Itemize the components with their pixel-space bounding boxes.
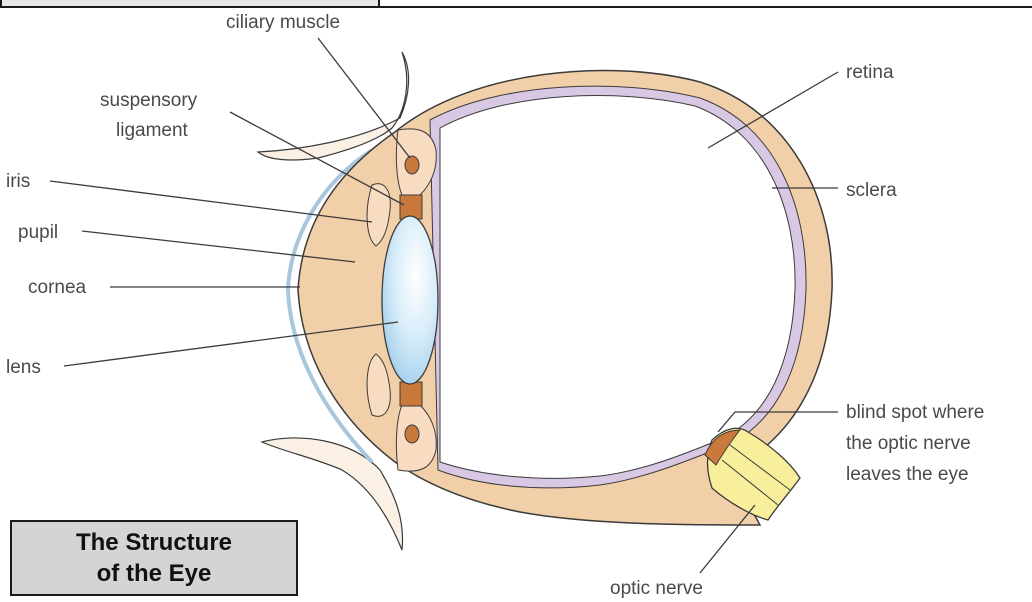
ciliary-muscle-lower (405, 425, 419, 443)
label-lens: lens (6, 357, 41, 378)
label-pupil: pupil (18, 222, 58, 243)
label-blind-spot-1: blind spot where (846, 402, 984, 423)
diagram-title-line-1: The Structure (76, 527, 232, 558)
diagram-title-line-2: of the Eye (97, 558, 212, 589)
diagram-title-box: The Structure of the Eye (10, 520, 298, 596)
label-optic-nerve: optic nerve (610, 578, 703, 599)
label-retina: retina (846, 62, 894, 83)
label-suspensory-2: ligament (116, 120, 189, 141)
vitreous-chamber (440, 96, 795, 479)
leader-iris (50, 181, 372, 222)
label-suspensory-1: suspensory (100, 90, 198, 111)
suspensory-ligament-lower (400, 382, 422, 406)
label-blind-spot-2: the optic nerve (846, 433, 971, 454)
label-cornea: cornea (28, 277, 87, 298)
label-ciliary-muscle: ciliary muscle (226, 12, 340, 33)
lens-shape (382, 216, 438, 384)
label-iris: iris (6, 171, 30, 192)
label-sclera: sclera (846, 180, 897, 201)
label-blind-spot-3: leaves the eye (846, 464, 969, 485)
ciliary-muscle-upper (405, 156, 419, 174)
